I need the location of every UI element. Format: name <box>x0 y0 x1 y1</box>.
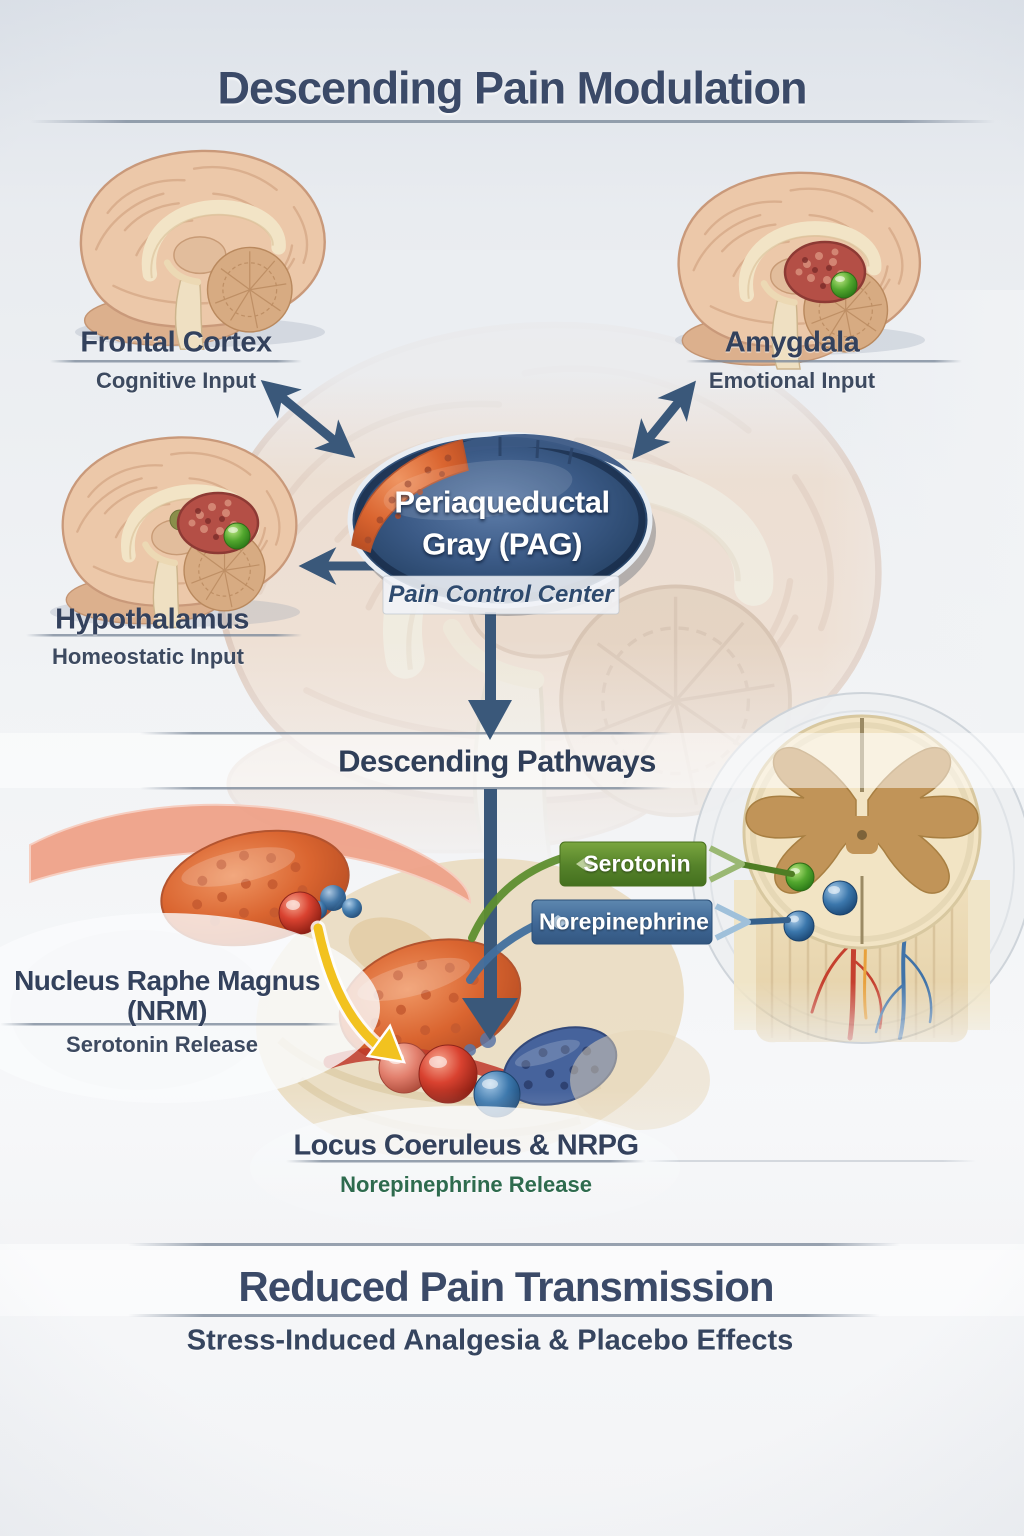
hypothalamus-underline <box>26 634 302 637</box>
nrm-lc-yellow-arrow <box>310 920 406 1064</box>
pag-subtitle: Pain Control Center <box>388 581 614 608</box>
outcome-title: Reduced Pain Transmission <box>238 1263 774 1310</box>
norepinephrine-banner-label: Norepinephrine <box>539 908 709 935</box>
norepinephrine-connector <box>743 917 791 925</box>
title-underline <box>30 120 995 123</box>
pag-illustration <box>347 431 656 616</box>
serotonin-banner-label: Serotonin <box>583 850 691 877</box>
amygdala-sublabel: Emotional Input <box>708 368 876 393</box>
nrm-label-line1: Nucleus Raphe Magnus <box>14 965 320 996</box>
descending-pathways-band <box>0 733 1024 788</box>
nrm-label-wash <box>0 913 380 1103</box>
divider-rules <box>0 120 1024 1317</box>
serotonin-release-ball <box>785 862 815 892</box>
locus-underline <box>286 1160 646 1163</box>
pag-orange-crescent <box>351 439 469 554</box>
frontal-cortex-underline <box>50 360 302 363</box>
outcome-band <box>0 1244 1024 1316</box>
hypothalamus-sublabel: Homeostatic Input <box>52 644 244 669</box>
norepinephrine-ball-1 <box>822 880 858 916</box>
nrm-underline <box>0 1023 340 1026</box>
pain-control-center-band <box>382 575 620 615</box>
serotonin-banner <box>559 841 745 887</box>
locus-coeruleus-sublabel: Norepinephrine Release <box>340 1172 592 1197</box>
serotonin-chevron-icon <box>708 845 745 883</box>
pag-descending-arrow <box>468 612 512 740</box>
amygdala-underline <box>686 360 962 363</box>
poster-title: Descending Pain Modulation <box>217 62 807 114</box>
locus-coeruleus-label: Locus Coeruleus & NRPG <box>293 1129 639 1162</box>
pag-label-line2: Gray (PAG) <box>422 526 582 562</box>
amygdala-label: Amygdala <box>724 326 860 359</box>
pathway-arrows <box>260 379 795 1064</box>
outcome-subtitle: Stress-Induced Analgesia & Placebo Effec… <box>186 1324 794 1357</box>
descending-pathways-label: Descending Pathways <box>338 743 656 779</box>
hypothalamus-label: Hypothalamus <box>55 603 249 636</box>
frontal-cortex-pag-arrow <box>260 379 356 459</box>
norepinephrine-banner <box>531 899 751 945</box>
norepinephrine-chevron-icon <box>714 903 751 941</box>
hypothalamus-brain-illustration <box>63 437 297 627</box>
nrm-sublabel: Serotonin Release <box>66 1032 258 1057</box>
amygdala-pag-arrow <box>632 380 696 460</box>
serotonin-connector <box>737 861 795 877</box>
serotonin-tail-curve <box>468 854 566 942</box>
pag-label-line1: Periaqueductal <box>394 484 610 520</box>
frontal-cortex-sublabel: Cognitive Input <box>95 368 257 393</box>
norepinephrine-diamond-icon <box>548 915 568 929</box>
frontal-cortex-label: Frontal Cortex <box>80 326 272 359</box>
nrm-label-line2: (NRM) <box>127 995 207 1026</box>
serotonin-diamond-icon <box>576 857 596 871</box>
norepinephrine-ball-2 <box>783 910 815 942</box>
